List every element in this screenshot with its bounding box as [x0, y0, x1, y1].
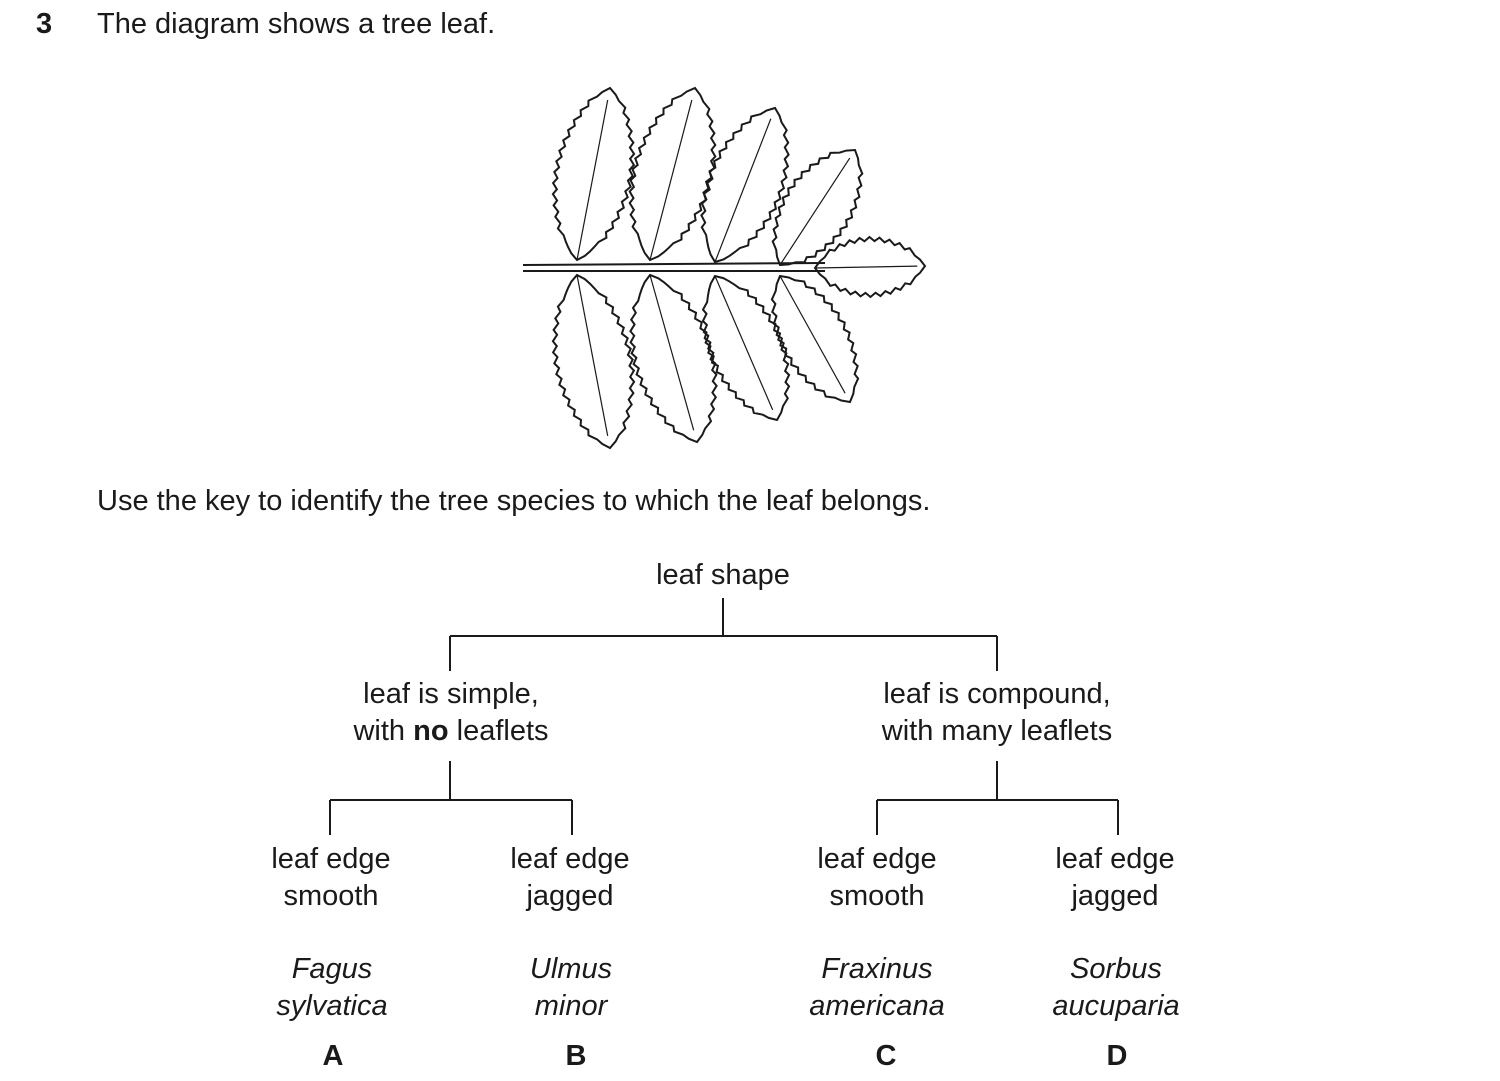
leaflet-midrib — [814, 265, 918, 269]
question-text: The diagram shows a tree leaf. — [97, 8, 496, 40]
instruction-text: Use the key to identify the tree species… — [97, 485, 931, 517]
leaflet-midrib — [576, 274, 609, 437]
option-letter-b: B — [565, 1040, 587, 1072]
leaflet-midrib — [779, 157, 851, 266]
leaflet-midrib — [576, 99, 609, 261]
leaflet-midrib — [779, 275, 846, 394]
leaflet-midrib — [714, 275, 774, 411]
leaflet — [700, 106, 790, 264]
key-node-edge-b: leaf edge jagged — [510, 843, 630, 912]
option-letter-d: D — [1106, 1040, 1128, 1072]
species-b: Ulmus minor — [529, 953, 613, 1022]
leaflet — [551, 273, 636, 450]
question-number: 3 — [36, 8, 53, 40]
option-letter-a: A — [322, 1040, 344, 1072]
leaflet — [551, 86, 636, 262]
leaflet-midrib — [649, 99, 693, 261]
leaflet — [628, 86, 717, 262]
leaflet — [770, 274, 860, 404]
species-d: Sorbus aucuparia — [1052, 953, 1180, 1022]
leaflet — [629, 273, 718, 444]
compound-serrated-leaf-icon — [522, 86, 927, 450]
leaflet-midrib — [649, 274, 695, 431]
option-letter-c: C — [875, 1040, 897, 1072]
key-node-edge-d: leaf edge jagged — [1055, 843, 1175, 912]
key-node-simple: leaf is simple, with no leaflets — [353, 678, 549, 747]
key-node-edge-a: leaf edge smooth — [271, 843, 391, 912]
leaflet — [701, 274, 791, 422]
species-a: Fagus sylvatica — [276, 953, 388, 1022]
leaflet — [771, 148, 864, 267]
leaflet-midrib — [714, 118, 772, 263]
key-root-leaf-shape: leaf shape — [656, 559, 790, 591]
key-node-compound: leaf is compound, with many leaflets — [881, 678, 1113, 747]
species-c: Fraxinus americana — [809, 953, 945, 1022]
key-node-edge-c: leaf edge smooth — [817, 843, 937, 912]
leaflet — [813, 235, 927, 299]
